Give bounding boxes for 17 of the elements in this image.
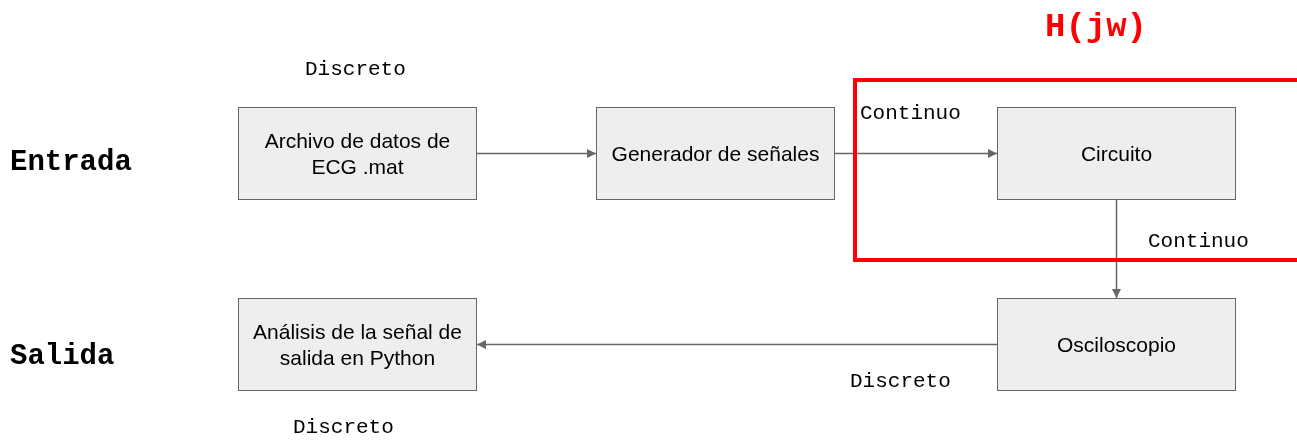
signal-type-label: Discreto [850, 370, 951, 393]
arrow [476, 149, 597, 158]
signal-type-label: Continuo [1148, 230, 1249, 253]
transfer-function-heading: H(jw) [1045, 8, 1148, 46]
signal-type-label: Continuo [860, 102, 961, 125]
row-label: Entrada [10, 146, 132, 179]
signal-type-label: Discreto [305, 58, 406, 81]
process-box: Archivo de datos de ECG .mat [238, 107, 477, 200]
arrow [1112, 199, 1121, 299]
arrow [834, 149, 998, 158]
process-box: Circuito [997, 107, 1236, 200]
row-label: Salida [10, 340, 115, 373]
process-box: Generador de señales [596, 107, 835, 200]
process-box: Análisis de la señal de salida en Python [238, 298, 477, 391]
signal-type-label: Discreto [293, 416, 394, 439]
arrow [476, 340, 998, 349]
process-box: Osciloscopio [997, 298, 1236, 391]
